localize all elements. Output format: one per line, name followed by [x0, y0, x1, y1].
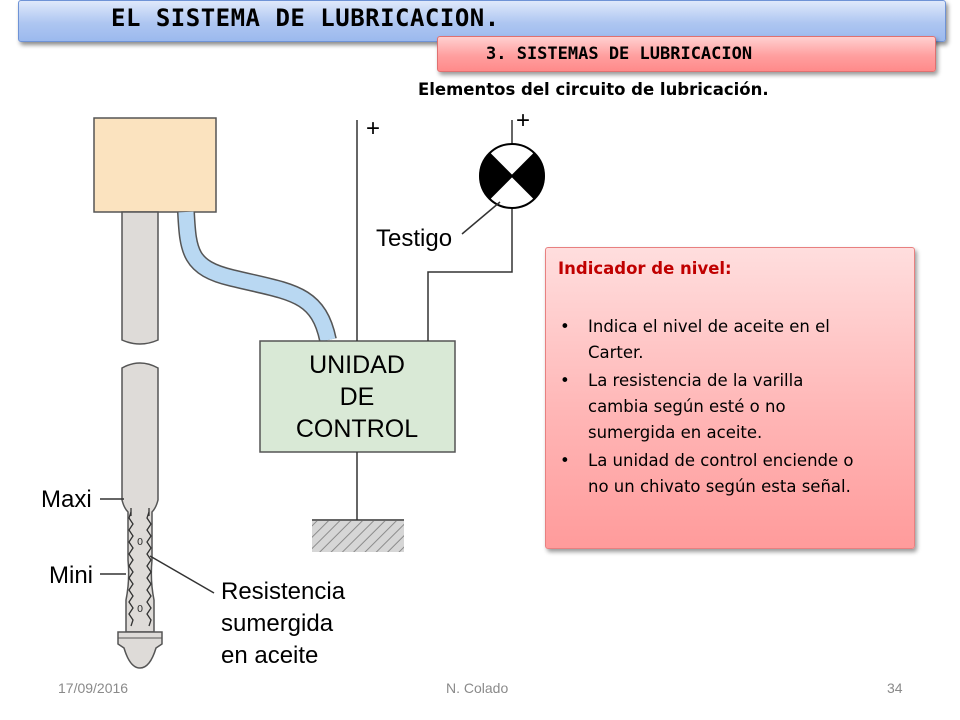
- sensor-head: [93, 117, 217, 213]
- info-list: • Indica el nivel de aceite en el Carter…: [558, 314, 904, 502]
- info-item-line: La resistencia de la varilla: [588, 371, 804, 390]
- resistance-label-2: sumergida: [221, 610, 334, 637]
- footer-author: N. Colado: [446, 680, 509, 696]
- info-item-line: no un chivato según esta señal.: [588, 477, 851, 496]
- control-unit-label-3: CONTROL: [296, 415, 418, 443]
- info-item: • Indica el nivel de aceite en el Carter…: [558, 314, 904, 366]
- section-heading: Elementos del circuito de lubricación.: [418, 80, 769, 99]
- footer-date: 17/09/2016: [58, 680, 129, 696]
- info-item-line: cambia según esté o no: [588, 397, 786, 416]
- ground-symbol: [312, 521, 404, 552]
- plus-sign-supply: +: [366, 115, 380, 142]
- info-item-line: La unidad de control enciende o: [588, 451, 854, 470]
- footer-page-number: 34: [887, 680, 903, 696]
- info-item: • La unidad de control enciende o no un …: [558, 448, 904, 500]
- dipstick-lower: [121, 362, 159, 633]
- maxi-label: Maxi: [41, 486, 92, 513]
- subtitle-bar: 3. SISTEMAS DE LUBRICACION: [437, 36, 936, 72]
- resistance-label-3: en aceite: [221, 642, 318, 669]
- title-bar: EL SISTEMA DE LUBRICACION.: [18, 0, 946, 42]
- slide-subtitle: 3. SISTEMAS DE LUBRICACION: [486, 44, 753, 64]
- slide-title: EL SISTEMA DE LUBRICACION.: [111, 4, 500, 32]
- level-indicator-info-box: Indicador de nivel: • Indica el nivel de…: [545, 247, 915, 549]
- bullet-icon: •: [560, 371, 570, 390]
- info-item: • La resistencia de la varilla cambia se…: [558, 368, 904, 446]
- info-title: Indicador de nivel:: [558, 259, 732, 278]
- warning-lamp-icon: [479, 143, 545, 209]
- dipstick-upper: [121, 211, 159, 345]
- bullet-icon: •: [560, 451, 570, 470]
- resistance-label-1: Resistencia: [221, 578, 346, 605]
- svg-text:0: 0: [137, 604, 143, 615]
- bullet-icon: •: [560, 317, 570, 336]
- plus-sign-lamp: +: [516, 107, 530, 134]
- dipstick-tip: [117, 631, 163, 669]
- svg-text:0: 0: [137, 537, 143, 548]
- control-unit-label-1: UNIDAD: [309, 351, 405, 379]
- info-item-line: Indica el nivel de aceite en el: [588, 317, 830, 336]
- info-item-line: sumergida en aceite.: [588, 423, 763, 442]
- control-unit-label-2: DE: [340, 383, 375, 411]
- mini-label: Mini: [49, 562, 93, 589]
- testigo-label: Testigo: [376, 225, 452, 252]
- info-item-line: Carter.: [588, 343, 644, 362]
- resistance-wire: [128, 511, 134, 627]
